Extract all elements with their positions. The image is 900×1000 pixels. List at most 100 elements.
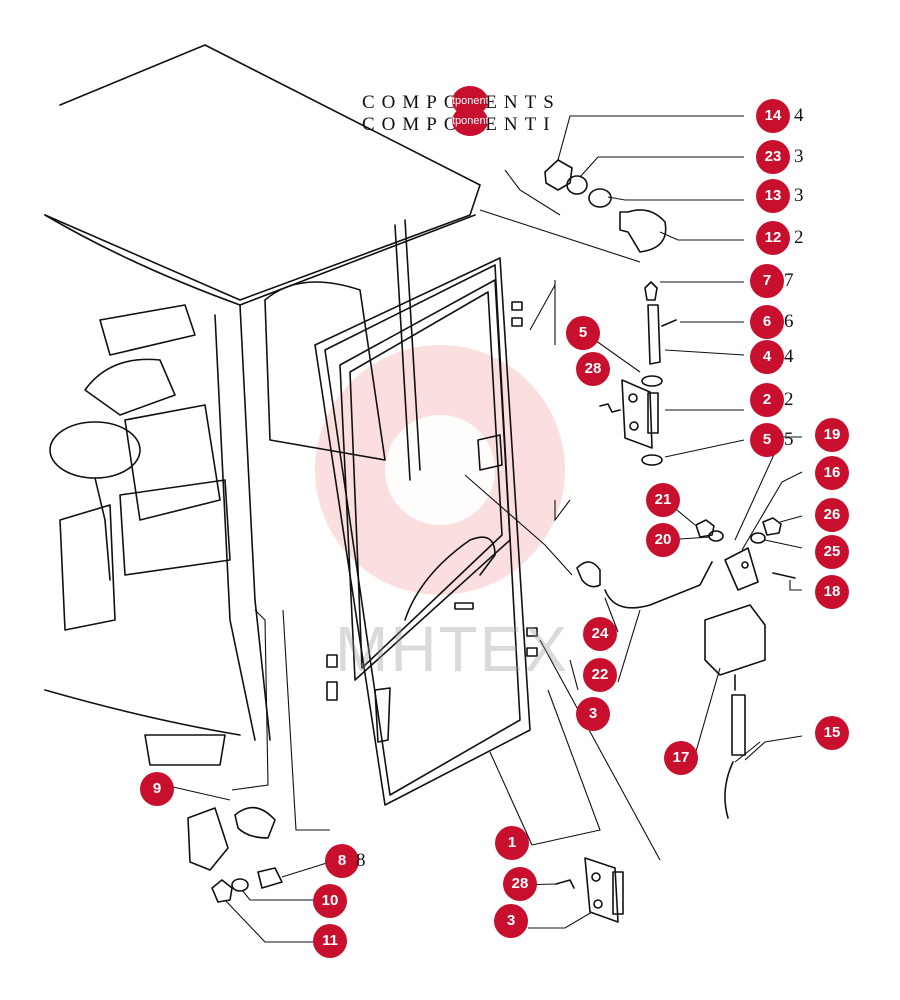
callout-4[interactable]: 4 xyxy=(750,340,784,374)
cab-roof-edge xyxy=(44,214,476,306)
hose-15 xyxy=(731,694,746,756)
callout-12[interactable]: 12 xyxy=(756,221,790,255)
washer-20 xyxy=(708,530,724,542)
callout-18[interactable]: 18 xyxy=(815,575,849,609)
callout-1[interactable]: 1 xyxy=(495,826,529,860)
grease-nipple-7 xyxy=(644,281,658,301)
hinge-pin-4 xyxy=(647,304,661,365)
left-console xyxy=(59,504,116,631)
callout-qty: 5 xyxy=(784,429,794,450)
door-slot xyxy=(454,602,474,610)
door-glass-frame xyxy=(339,279,511,681)
callout-15[interactable]: 15 xyxy=(815,716,849,750)
callout-9[interactable]: 9 xyxy=(140,772,174,806)
bolt-28-bottom xyxy=(555,879,575,889)
nut-21 xyxy=(695,519,715,538)
callout-26[interactable]: 26 xyxy=(815,498,849,532)
hose-15-lower xyxy=(724,761,734,819)
strap-9 xyxy=(234,806,276,839)
seat-back xyxy=(84,358,176,416)
callout-label: 15 xyxy=(823,724,841,741)
callout-5[interactable]: 5 xyxy=(750,423,784,457)
callout-7[interactable]: 7 xyxy=(750,264,784,298)
callout-label: 3 xyxy=(506,912,516,929)
callout-label: 28 xyxy=(511,875,529,892)
nut-26 xyxy=(762,517,782,536)
callout-label: 22 xyxy=(591,666,609,683)
washer-5-top xyxy=(641,375,663,387)
callout-2[interactable]: 2 xyxy=(750,383,784,417)
stop-knob-12 xyxy=(619,209,667,253)
cab-rear-post xyxy=(394,224,411,481)
callout-label: 19 xyxy=(823,426,841,443)
callout-label: 14 xyxy=(764,107,782,124)
callout-14[interactable]: 14 xyxy=(756,99,790,133)
nut-14 xyxy=(544,159,573,191)
callout-qty: 7 xyxy=(784,270,794,291)
washer-13 xyxy=(588,188,612,208)
callout-label: 17 xyxy=(672,749,690,766)
door-grab-bar xyxy=(404,536,496,621)
callout-label: 12 xyxy=(764,229,782,246)
cotter-pin-6 xyxy=(661,319,677,327)
cab-pillar-right xyxy=(239,304,271,741)
callout-label: 13 xyxy=(764,187,782,204)
callout-24[interactable]: 24 xyxy=(583,617,617,651)
callout-label: 21 xyxy=(654,491,672,508)
cab-window-inner xyxy=(264,281,386,461)
callout-11[interactable]: 11 xyxy=(313,924,347,958)
door-handle xyxy=(374,687,391,743)
damper-17 xyxy=(704,604,766,676)
callout-8[interactable]: 8 xyxy=(325,844,359,878)
callout-label: 6 xyxy=(762,313,772,330)
callout-13[interactable]: 13 xyxy=(756,179,790,213)
callout-5[interactable]: 5 xyxy=(566,316,600,350)
callout-28[interactable]: 28 xyxy=(576,352,610,386)
cab-roof xyxy=(44,44,481,301)
callout-3[interactable]: 3 xyxy=(494,904,528,938)
hinge-bracket-16 xyxy=(724,547,759,591)
header-overlay-badge-2[interactable]: tponent xyxy=(452,106,488,136)
hinge-leaf-3-bottom xyxy=(584,857,619,923)
callout-6[interactable]: 6 xyxy=(750,305,784,339)
callout-23[interactable]: 23 xyxy=(756,140,790,174)
callout-28[interactable]: 28 xyxy=(503,867,537,901)
door-inner xyxy=(324,264,521,796)
cab-step xyxy=(144,734,226,766)
rod-22 xyxy=(604,561,713,609)
callout-21[interactable]: 21 xyxy=(646,483,680,517)
callout-label: 11 xyxy=(322,932,338,949)
bolt-28-top xyxy=(599,403,621,413)
callout-label: 28 xyxy=(584,360,602,377)
callout-label: 8 xyxy=(337,852,347,869)
washer-5-bottom xyxy=(641,454,663,466)
callout-label: 5 xyxy=(578,324,588,341)
seat-base xyxy=(119,479,231,576)
callout-qty: 2 xyxy=(784,389,794,410)
callout-label: 9 xyxy=(152,780,162,797)
callout-20[interactable]: 20 xyxy=(646,523,680,557)
callout-qty: 3 xyxy=(794,185,804,206)
callout-label: 4 xyxy=(762,348,772,365)
callout-3[interactable]: 3 xyxy=(576,697,610,731)
callout-qty: 8 xyxy=(356,850,366,871)
callout-label: 20 xyxy=(654,531,672,548)
callout-16[interactable]: 16 xyxy=(815,456,849,490)
callout-25[interactable]: 25 xyxy=(815,535,849,569)
callout-label: 26 xyxy=(823,506,841,523)
seat-cushion xyxy=(124,404,221,521)
callout-22[interactable]: 22 xyxy=(583,658,617,692)
cab-pillar-left xyxy=(214,314,256,741)
callout-10[interactable]: 10 xyxy=(313,884,347,918)
callout-label: 7 xyxy=(762,272,772,289)
bracket-9 xyxy=(187,807,229,871)
callout-17[interactable]: 17 xyxy=(664,741,698,775)
callout-qty: 4 xyxy=(794,105,804,126)
cab-rear-post-2 xyxy=(404,219,421,471)
callout-19[interactable]: 19 xyxy=(815,418,849,452)
callout-label: 18 xyxy=(823,583,841,600)
callout-label: 3 xyxy=(588,705,598,722)
steering-column xyxy=(94,477,111,581)
